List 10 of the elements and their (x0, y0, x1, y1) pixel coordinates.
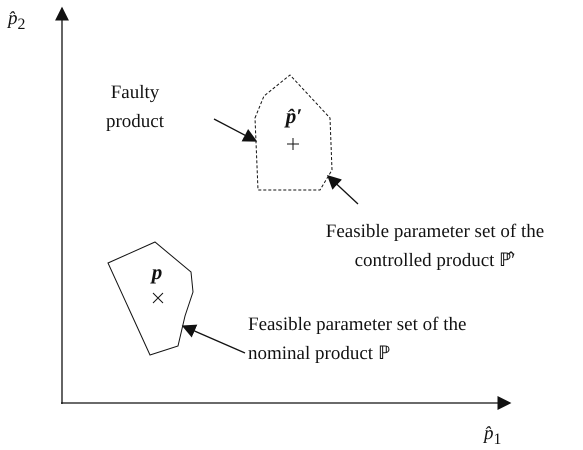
callout-text: Feasible parameter set of the controlled product ℙ̂′ (300, 204, 570, 275)
point-label: p̂′ (286, 105, 302, 127)
arrow (182, 324, 246, 354)
point-label: p (152, 261, 162, 283)
axis-label: p̂$_{2}$ (8, 8, 26, 34)
axis-label: p̂$_{1}$ (484, 423, 502, 449)
arrow (214, 118, 258, 142)
callout-text: Feasible parameter set of the nominal product ℙ (248, 310, 533, 368)
callout-text: Faulty product (85, 78, 214, 136)
arrow (326, 175, 358, 204)
